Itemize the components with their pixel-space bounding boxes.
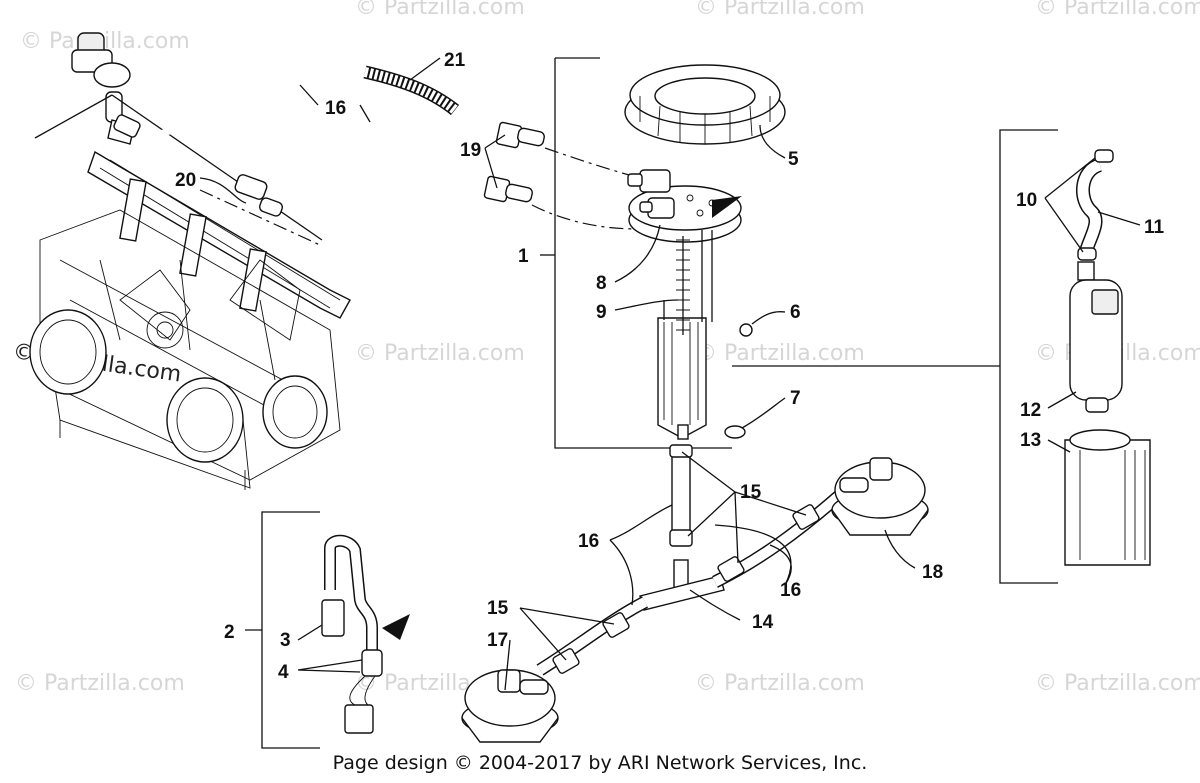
watermark: © Partzilla.com	[695, 671, 865, 696]
callouts: 21 16 19 20 5 1 8 9 6 7 10 11 12 13 15 1…	[175, 50, 1165, 683]
fuel-pump-assembly	[540, 57, 1000, 449]
footer-copyright: Page design © 2004-2017 by ARI Network S…	[332, 752, 868, 774]
watermark: © Partzilla.com	[1035, 671, 1200, 696]
callout-12: 12	[1020, 400, 1041, 421]
watermark: © Partzilla.com	[15, 671, 185, 696]
throttle-body-assembly	[29, 32, 351, 490]
callout-3: 3	[280, 630, 291, 651]
callout-7: 7	[790, 388, 801, 409]
callout-19: 19	[460, 140, 481, 161]
pump-detail	[999, 129, 1151, 584]
callout-20: 20	[175, 170, 196, 191]
callout-1: 1	[518, 246, 529, 267]
lower-fuel-lines	[461, 444, 929, 743]
watermark: © Partzilla.com	[695, 341, 865, 366]
leader-lines	[199, 57, 1141, 691]
callout-2: 2	[224, 622, 235, 643]
callout-9: 9	[596, 302, 607, 323]
callout-4: 4	[278, 662, 289, 683]
callout-18: 18	[922, 562, 943, 583]
callout-14: 14	[752, 612, 774, 633]
callout-8: 8	[596, 273, 607, 294]
fuel-hoses-upper	[113, 65, 656, 230]
wire-harness	[245, 511, 410, 749]
callout-16: 16	[578, 531, 599, 552]
callout-16: 16	[780, 580, 801, 601]
watermark: © Partzilla.com	[355, 0, 525, 20]
direction-arrow-icon	[382, 614, 410, 640]
callout-11: 11	[1144, 217, 1165, 238]
watermark: © Partzilla.com	[355, 341, 525, 366]
callout-13: 13	[1020, 430, 1041, 451]
callout-21: 21	[444, 50, 466, 71]
watermark: © Partzilla.com	[695, 0, 865, 20]
watermark: © Partzilla.com	[1035, 0, 1200, 20]
callout-15: 15	[740, 482, 762, 503]
callout-15: 15	[487, 598, 509, 619]
callout-16: 16	[325, 98, 346, 119]
callout-6: 6	[790, 302, 801, 323]
direction-arrow-icon	[712, 196, 742, 218]
callout-5: 5	[788, 149, 799, 170]
callout-10: 10	[1016, 190, 1037, 211]
callout-17: 17	[487, 630, 508, 651]
